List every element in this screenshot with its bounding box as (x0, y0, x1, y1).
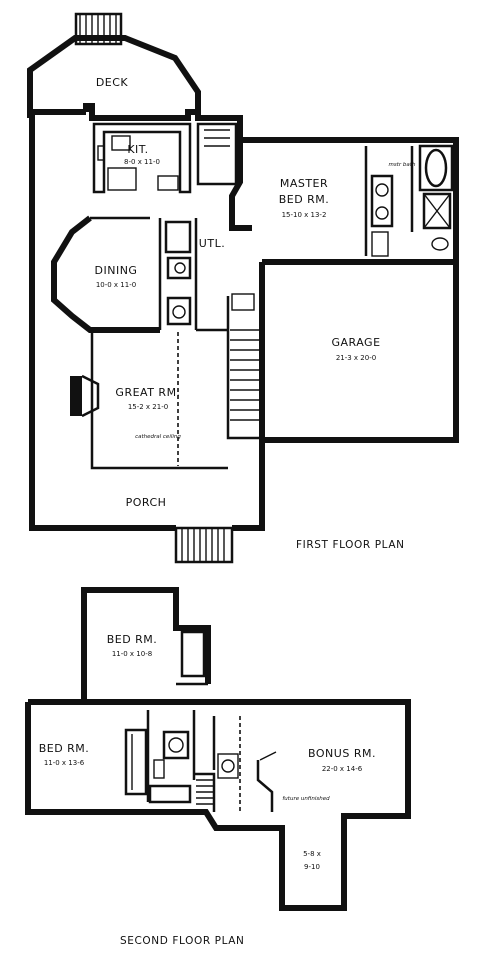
exterior-wall-east-master (262, 137, 459, 265)
deck-label: DECK (96, 76, 129, 89)
first-floor-plan: mstr bath (27, 12, 459, 564)
second-floor-outline (25, 699, 411, 911)
porch-east-wall (232, 440, 265, 531)
bonus-room-label: BONUS RM. (308, 747, 376, 760)
garage-dims: 21-3 x 20-0 (336, 354, 376, 362)
porch-stairs (174, 526, 234, 564)
dining-bay-wall (51, 215, 160, 333)
great-room-label: GREAT RM. (115, 386, 180, 399)
dining-label: DINING (95, 264, 138, 277)
upper-bed-label: BED RM. (107, 633, 158, 646)
second-floor-plan: BED RM. 11-0 x 10-8 BED RM. 11-0 x 13-6 … (25, 587, 411, 947)
kitchen-north-wall (83, 103, 432, 143)
left-bed-dims: 11-0 x 13-6 (44, 759, 85, 767)
second-floor-bath (146, 710, 196, 804)
kitchen-dims: 8-0 x 11-0 (124, 158, 160, 166)
upper-bed-dims: 11-0 x 10-8 (112, 650, 152, 658)
exterior-wall-west (29, 112, 176, 531)
great-room-note: cathedral ceiling (135, 434, 181, 440)
garage-label: GARAGE (331, 336, 380, 349)
upper-stairs (194, 772, 216, 812)
dining-dims: 10-0 x 11-0 (96, 281, 136, 289)
utility-area (158, 218, 198, 330)
utility-label: UTL. (199, 237, 225, 250)
kitchen-label: KIT. (127, 143, 148, 156)
master-label-line2: BED RM. (279, 193, 330, 206)
fireplace (70, 374, 100, 418)
bed-closet (124, 728, 148, 796)
kitchen-pantry (196, 122, 238, 186)
main-stairs (226, 293, 262, 440)
kitchen-counters (92, 122, 192, 194)
bonus-room-dims: 22-0 x 14-6 (322, 765, 363, 773)
master-bath: mstr bath (364, 144, 454, 257)
left-bed-label: BED RM. (39, 742, 90, 755)
master-dims: 15-10 x 13-2 (282, 211, 327, 219)
great-room-dims: 15-2 x 21-0 (128, 403, 168, 411)
first-floor-title: FIRST FLOOR PLAN (296, 539, 405, 551)
bonus-room-note: future unfinished (282, 796, 330, 802)
master-label-line1: MASTER (280, 177, 328, 190)
garage-walls (259, 262, 459, 443)
annex-dims-line2: 9-10 (304, 863, 320, 871)
second-floor-title: SECOND FLOOR PLAN (120, 935, 245, 947)
svg-text:mstr bath: mstr bath (389, 162, 416, 168)
annex-dims-line1: 5-8 x (303, 850, 321, 858)
porch-label: PORCH (126, 496, 167, 509)
deck-outline (27, 35, 201, 120)
